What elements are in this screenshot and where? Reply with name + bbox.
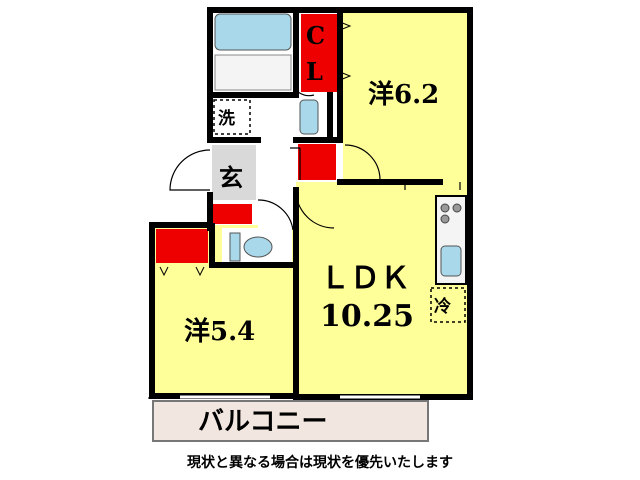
ldk-label-line2: 10.25 bbox=[320, 299, 414, 334]
floor-plan: 洋6.2 ＬＤＫ 10.25 洋5.4 C L 玄 洗 冷 バルコニー bbox=[148, 7, 473, 442]
stove-burner bbox=[440, 214, 450, 224]
wash-basin bbox=[299, 99, 319, 135]
toilet-tank bbox=[229, 232, 241, 262]
closet-label-l: L bbox=[306, 57, 323, 86]
kitchen-sink bbox=[440, 245, 462, 277]
refrigerator-space bbox=[430, 287, 466, 323]
toilet-bowl bbox=[243, 236, 273, 258]
walls bbox=[149, 7, 473, 400]
windows bbox=[180, 7, 420, 399]
laundry-space bbox=[213, 99, 251, 135]
western-room-top-label: 洋6.2 bbox=[368, 79, 439, 110]
doors bbox=[169, 89, 461, 231]
closet-door-markers bbox=[159, 21, 352, 277]
disclaimer-note: 現状と異なる場合は現状を優先いたします bbox=[187, 455, 453, 471]
ldk-label-line1: ＬＤＫ bbox=[320, 261, 410, 296]
stove-burner bbox=[440, 203, 450, 213]
entrance bbox=[212, 145, 256, 200]
storage-bottom-room bbox=[156, 229, 208, 263]
storage-hall bbox=[298, 144, 336, 180]
western-room-top bbox=[343, 10, 468, 182]
stove-burner bbox=[452, 203, 462, 213]
shoe-storage bbox=[212, 204, 252, 224]
balcony bbox=[152, 400, 429, 442]
balcony-label: バルコニー bbox=[198, 407, 327, 437]
bathtub bbox=[214, 13, 292, 51]
entrance-label: 玄 bbox=[219, 163, 243, 192]
hallway bbox=[258, 140, 296, 228]
washroom-label: 洗 bbox=[218, 108, 235, 129]
closet-label-c: C bbox=[306, 21, 325, 50]
refrigerator-label: 冷 bbox=[434, 296, 451, 317]
western-room-bottom-label: 洋5.4 bbox=[184, 316, 255, 347]
closet bbox=[301, 14, 337, 92]
